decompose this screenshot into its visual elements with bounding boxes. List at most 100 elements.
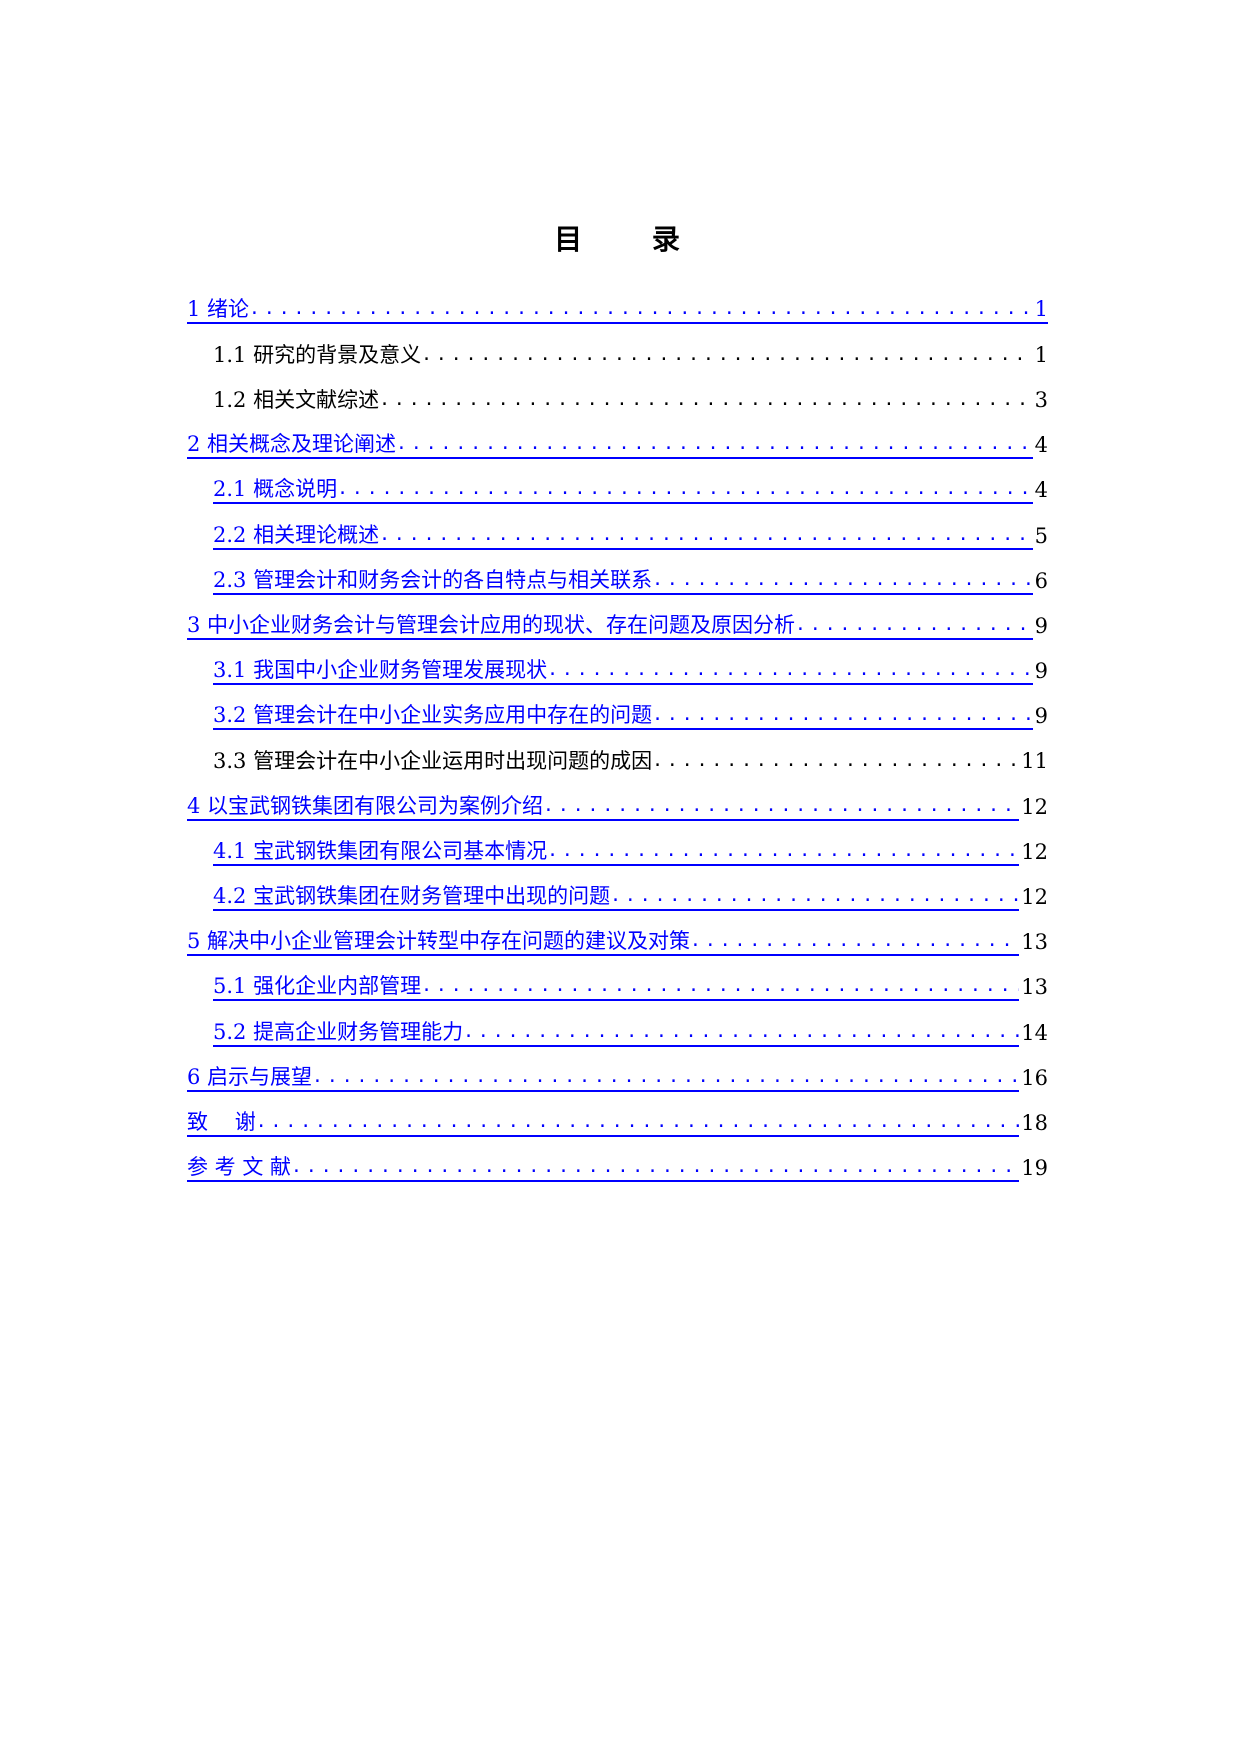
toc-entry-label: 5.2 提高企业财务管理能力 [213,1019,464,1044]
toc-entry-4-2[interactable]: 4.2 宝武钢铁集团在财务管理中出现的问题 12 [187,874,1048,919]
dot-leader [652,567,1033,593]
toc-page-number: 18 [1021,1110,1048,1135]
dot-leader [337,476,1033,502]
toc-page-number: 14 [1021,1020,1048,1045]
toc-entry-1-2: 1.2 相关文献综述 3 [187,377,1048,422]
toc-entry-2-1[interactable]: 2.1 概念说明 4 [187,468,1048,513]
toc-entry-label: 5 解决中小企业管理会计转型中存在问题的建议及对策 [187,929,691,954]
toc-page-number: 6 [1034,568,1048,593]
toc-entry-label: 4.1 宝武钢铁集团有限公司基本情况 [213,838,548,863]
toc-link[interactable]: 5 解决中小企业管理会计转型中存在问题的建议及对策 [187,928,1020,957]
toc-entry-4[interactable]: 4 以宝武钢铁集团有限公司为案例介绍 12 [187,784,1048,829]
toc-link[interactable]: 参 考 文 献 [187,1154,1020,1183]
toc-page-number: 4 [1034,478,1048,503]
toc-link[interactable]: 致 谢 [187,1109,1020,1137]
toc-entry-label: 3.2 管理会计在中小企业实务应用中存在的问题 [213,703,653,728]
toc-entry-label: 2 相关概念及理论阐述 [187,432,397,457]
toc-entry-2-3[interactable]: 2.3 管理会计和财务会计的各自特点与相关联系 6 [187,558,1048,603]
toc-text: 3.3 管理会计在中小企业运用时出现问题的成因 [213,748,1019,774]
toc-entry-5-1[interactable]: 5.1 强化企业内部管理 13 [187,965,1048,1010]
toc-link[interactable]: 2 相关概念及理论阐述 [187,431,1033,460]
dot-leader [421,973,1019,999]
toc-entry-label: 3 中小企业财务会计与管理会计应用的现状、存在问题及原因分析 [187,612,796,637]
toc-entry-1-1: 1.1 研究的背景及意义 1 [187,332,1048,377]
toc-page-number: 4 [1034,433,1048,458]
page-title: 目 录 [554,223,710,256]
toc-page-number: 12 [1021,839,1048,864]
toc-link[interactable]: 3.1 我国中小企业财务管理发展现状 [213,657,1033,686]
toc-link[interactable]: 5.2 提高企业财务管理能力 [213,1019,1020,1047]
toc-entry-3-1[interactable]: 3.1 我国中小企业财务管理发展现状 9 [187,649,1048,694]
dot-leader [652,702,1033,728]
toc-page-number: 5 [1034,523,1048,548]
toc-link[interactable]: 1 绪论 [187,296,1033,324]
toc-entry-4-1[interactable]: 4.1 宝武钢铁集团有限公司基本情况 12 [187,829,1048,874]
toc-page-number: 12 [1021,885,1048,910]
toc-entry-label: 1 绪论 [187,296,250,321]
toc-link[interactable]: 3 中小企业财务会计与管理会计应用的现状、存在问题及原因分析 [187,612,1033,640]
table-of-contents: 1 绪论 1 1.1 研究的背景及意义 1 1.2 相关文献综述 3 2 相关概… [187,287,1048,1191]
toc-entry-2-2[interactable]: 2.2 相关理论概述 5 [187,513,1048,558]
toc-page-number: 19 [1021,1156,1048,1181]
toc-page-number: 9 [1034,659,1048,684]
toc-entry-references[interactable]: 参 考 文 献 19 [187,1146,1048,1191]
toc-entry-6[interactable]: 6 启示与展望 16 [187,1055,1048,1100]
toc-entry-3[interactable]: 3 中小企业财务会计与管理会计应用的现状、存在问题及原因分析 9 [187,603,1048,648]
toc-entry-label: 致 谢 [187,1109,256,1134]
toc-link[interactable]: 4.1 宝武钢铁集团有限公司基本情况 [213,838,1020,866]
dot-leader [421,342,1033,368]
toc-entry-5-2[interactable]: 5.2 提高企业财务管理能力 14 [187,1010,1048,1055]
dot-leader [291,1154,1019,1180]
toc-link[interactable]: 2.3 管理会计和财务会计的各自特点与相关联系 [213,567,1033,595]
toc-entry-3-2[interactable]: 3.2 管理会计在中小企业实务应用中存在的问题 9 [187,694,1048,739]
dot-leader [396,431,1033,457]
toc-entry-3-3: 3.3 管理会计在中小企业运用时出现问题的成因 11 [187,739,1048,784]
dot-leader [543,793,1019,819]
dot-leader [652,748,1019,774]
toc-entry-label: 3.3 管理会计在中小企业运用时出现问题的成因 [213,749,653,774]
toc-entry-label: 参 考 文 献 [187,1155,292,1180]
toc-entry-label: 2.1 概念说明 [213,477,338,502]
toc-entry-label: 4.2 宝武钢铁集团在财务管理中出现的问题 [213,884,611,909]
dot-leader [690,928,1019,954]
toc-page-number: 3 [1034,387,1048,412]
toc-entry-label: 2.2 相关理论概述 [213,522,380,547]
toc-page-number: 13 [1021,930,1048,955]
toc-entry-label: 3.1 我国中小企业财务管理发展现状 [213,658,548,683]
toc-entry-acknowledgements[interactable]: 致 谢 18 [187,1100,1048,1145]
toc-entry-label: 4 以宝武钢铁集团有限公司为案例介绍 [187,793,544,818]
toc-entry-label: 1.1 研究的背景及意义 [213,342,422,367]
toc-entry-label: 1.2 相关文献综述 [213,387,380,412]
toc-link[interactable]: 3.2 管理会计在中小企业实务应用中存在的问题 [213,702,1033,731]
toc-page-number: 16 [1021,1065,1048,1090]
toc-link[interactable]: 2.1 概念说明 [213,476,1033,505]
toc-page-number: 12 [1021,794,1048,819]
dot-leader [547,657,1033,683]
dot-leader [379,522,1033,548]
toc-entry-1[interactable]: 1 绪论 1 [187,287,1048,332]
toc-page-number: 1 [1034,342,1048,367]
toc-entry-label: 6 启示与展望 [187,1064,313,1089]
toc-link[interactable]: 5.1 强化企业内部管理 [213,973,1020,1002]
toc-link[interactable]: 4 以宝武钢铁集团有限公司为案例介绍 [187,793,1020,821]
toc-page-number: 13 [1021,975,1048,1000]
toc-page-number: 1 [1032,296,1048,324]
toc-link[interactable]: 6 启示与展望 [187,1064,1020,1092]
toc-text: 1.1 研究的背景及意义 [213,342,1033,368]
toc-link[interactable]: 4.2 宝武钢铁集团在财务管理中出现的问题 [213,883,1020,912]
toc-entry-5[interactable]: 5 解决中小企业管理会计转型中存在问题的建议及对策 13 [187,920,1048,965]
dot-leader [795,612,1033,638]
toc-link[interactable]: 2.2 相关理论概述 [213,522,1033,550]
dot-leader [249,296,1033,322]
dot-leader [312,1064,1019,1090]
toc-text: 1.2 相关文献综述 [213,387,1033,413]
toc-page-number: 11 [1021,749,1048,774]
toc-entry-label: 2.3 管理会计和财务会计的各自特点与相关联系 [213,567,653,592]
dot-leader [547,838,1019,864]
dot-leader [256,1109,1020,1135]
toc-entry-2[interactable]: 2 相关概念及理论阐述 4 [187,423,1048,468]
dot-leader [610,883,1019,909]
dot-leader [463,1019,1019,1045]
toc-page-number: 9 [1034,704,1048,729]
dot-leader [379,387,1033,413]
